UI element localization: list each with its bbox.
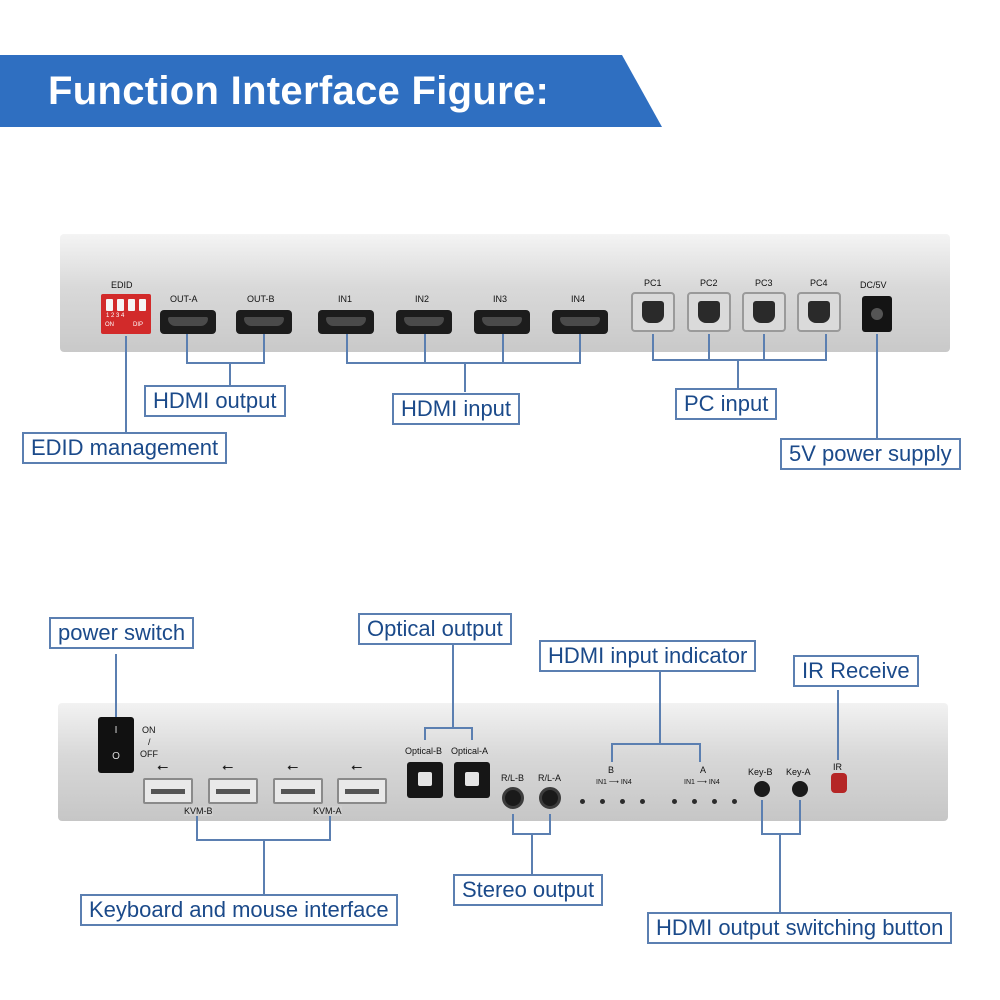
led-b-in2: [600, 799, 605, 804]
ir-receiver-window: [831, 773, 847, 793]
power-rocker-switch[interactable]: I O: [98, 717, 134, 773]
title-banner: Function Interface Figure:: [0, 55, 664, 127]
usb-symbol-2-icon: ⭠: [222, 758, 234, 774]
hdmi-output-callout: HDMI output: [144, 385, 286, 417]
b-group-label: B: [608, 765, 615, 775]
ir-label: IR: [833, 762, 842, 772]
rl-a-label: R/L-A: [538, 773, 562, 783]
a-group-label: A: [700, 765, 707, 775]
dip-switch-4[interactable]: [139, 299, 146, 311]
dc-power-jack[interactable]: [862, 296, 892, 332]
key-b-label: Key-B: [748, 767, 773, 777]
usb-a-kvm-b-1-port[interactable]: [143, 778, 193, 804]
led-b-in1: [580, 799, 585, 804]
off-label: OFF: [140, 749, 158, 759]
usb-symbol-4-icon: ⭠: [351, 758, 363, 774]
led-a-in1: [672, 799, 677, 804]
led-b-in4: [640, 799, 645, 804]
hdmi-out-b-port[interactable]: [236, 310, 292, 334]
usb-b-pc2-port[interactable]: [687, 292, 731, 332]
out-a-label: OUT-A: [170, 294, 198, 304]
usb-b-pc4-port[interactable]: [797, 292, 841, 332]
usb-a-kvm-a-2-port[interactable]: [337, 778, 387, 804]
hdmi-in1-port[interactable]: [318, 310, 374, 334]
dip-switch-2[interactable]: [117, 299, 124, 311]
usb-b-pc1-port[interactable]: [631, 292, 675, 332]
kvm-b-label: KVM-B: [184, 806, 213, 816]
led-b-in3: [620, 799, 625, 804]
hdmi-output-switching-callout: HDMI output switching button: [647, 912, 953, 944]
in4-label: IN4: [571, 294, 586, 304]
power-supply-callout: 5V power supply: [780, 438, 961, 470]
stereo-rl-b-jack[interactable]: [502, 787, 524, 809]
in1-in4-a-label: IN1 ⟶ IN4: [684, 779, 720, 786]
usb-symbol-1-icon: ⭠: [157, 758, 169, 774]
usb-a-kvm-a-1-port[interactable]: [273, 778, 323, 804]
slash-label: /: [148, 737, 151, 747]
usb-a-kvm-b-2-port[interactable]: [208, 778, 258, 804]
optical-output-callout: Optical output: [358, 613, 512, 645]
hdmi-in2-port[interactable]: [396, 310, 452, 334]
edid-label: EDID: [111, 280, 133, 290]
on-label: ON: [142, 725, 156, 735]
hdmi-input-indicator-callout: HDMI input indicator: [539, 640, 757, 672]
edid-dip-switch[interactable]: 1 2 3 4 ON DIP: [101, 294, 151, 334]
optical-b-port[interactable]: [407, 762, 443, 798]
edid-management-callout: EDID management: [22, 432, 228, 464]
usb-symbol-3-icon: ⭠: [287, 758, 299, 774]
key-b-button[interactable]: [754, 781, 770, 797]
banner-shape: [0, 55, 662, 127]
stereo-rl-a-jack[interactable]: [539, 787, 561, 809]
led-a-in2: [692, 799, 697, 804]
pc1-label: PC1: [644, 278, 662, 288]
rl-b-label: R/L-B: [501, 773, 525, 783]
optical-a-port[interactable]: [454, 762, 490, 798]
key-a-label: Key-A: [786, 767, 811, 777]
dip-switch-1[interactable]: [106, 299, 113, 311]
pc4-label: PC4: [810, 278, 828, 288]
power-switch-callout: power switch: [49, 617, 195, 649]
out-b-label: OUT-B: [247, 294, 275, 304]
keyboard-mouse-callout: Keyboard and mouse interface: [80, 894, 398, 926]
ir-receive-callout: IR Receive: [793, 655, 919, 687]
pc3-label: PC3: [755, 278, 773, 288]
in1-in4-b-label: IN1 ⟶ IN4: [596, 779, 632, 786]
dip-on-label: ON: [105, 322, 114, 328]
hdmi-in4-port[interactable]: [552, 310, 608, 334]
usb-b-pc3-port[interactable]: [742, 292, 786, 332]
dip-numbers: 1 2 3 4: [106, 313, 125, 319]
hdmi-in3-port[interactable]: [474, 310, 530, 334]
in3-label: IN3: [493, 294, 508, 304]
in1-label: IN1: [338, 294, 353, 304]
rocker-off-mark: O: [112, 751, 120, 762]
optical-b-label: Optical-B: [405, 746, 443, 756]
optical-a-label: Optical-A: [451, 746, 489, 756]
key-a-button[interactable]: [792, 781, 808, 797]
rocker-on-mark: I: [114, 725, 118, 736]
in2-label: IN2: [415, 294, 430, 304]
led-a-in3: [712, 799, 717, 804]
pc-input-callout: PC input: [675, 388, 778, 420]
led-a-in4: [732, 799, 737, 804]
hdmi-input-callout: HDMI input: [392, 393, 521, 425]
pc2-label: PC2: [700, 278, 718, 288]
dip-switch-3[interactable]: [128, 299, 135, 311]
dip-dip-label: DIP: [133, 322, 144, 328]
page-title: Function Interface Figure:: [48, 69, 550, 113]
stereo-output-callout: Stereo output: [453, 874, 604, 906]
kvm-a-label: KVM-A: [313, 806, 342, 816]
dc-label: DC/5V: [860, 280, 887, 290]
hdmi-out-a-port[interactable]: [160, 310, 216, 334]
